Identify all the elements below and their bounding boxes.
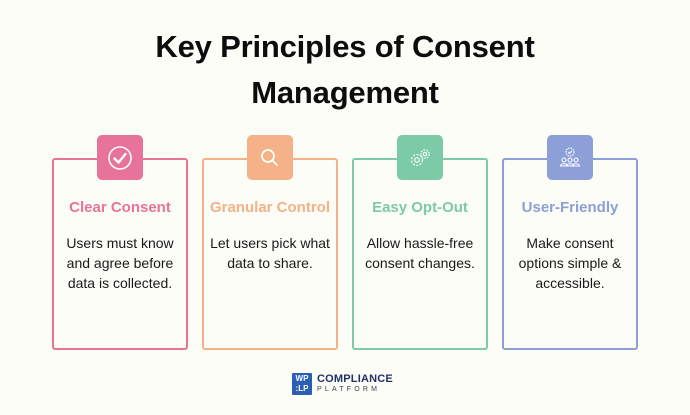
logo-main-text: COMPLIANCE [317, 373, 393, 385]
check-circle-icon [97, 135, 143, 180]
title-line-2: Management [251, 75, 439, 110]
card-granular-control: Granular Control Let users pick what dat… [202, 158, 338, 350]
card-description: Users must know and agree before data is… [66, 235, 174, 291]
title-line-1: Key Principles of Consent [155, 29, 535, 64]
card-title: Easy Opt-Out [372, 199, 468, 216]
card-user-friendly: User-Friendly Make consent options simpl… [502, 158, 638, 350]
compliance-platform-logo: WP :LP COMPLIANCE PLATFORM [292, 373, 393, 395]
card-description: Allow hassle-free consent changes. [365, 235, 475, 271]
card-title: Granular Control [209, 199, 330, 216]
card-description: Make consent options simple & accessible… [518, 235, 622, 291]
users-badge-icon [547, 135, 593, 180]
card-clear-consent: Clear Consent Users must know and agree … [52, 158, 188, 350]
card-title: Clear Consent [69, 199, 171, 216]
card-easy-opt-out: Easy Opt-Out Allow hassle-free consent c… [352, 158, 488, 350]
logo-mark-bottom: :LP [295, 384, 309, 393]
search-icon [247, 135, 293, 180]
page-title: Key Principles of Consent Management [0, 24, 690, 116]
logo-mark-top: WP [295, 374, 309, 383]
gears-icon [397, 135, 443, 180]
wplp-logo-icon: WP :LP [292, 373, 312, 395]
card-description: Let users pick what data to share. [210, 235, 330, 271]
logo-sub-text: PLATFORM [317, 386, 381, 393]
card-title: User-Friendly [521, 199, 619, 216]
